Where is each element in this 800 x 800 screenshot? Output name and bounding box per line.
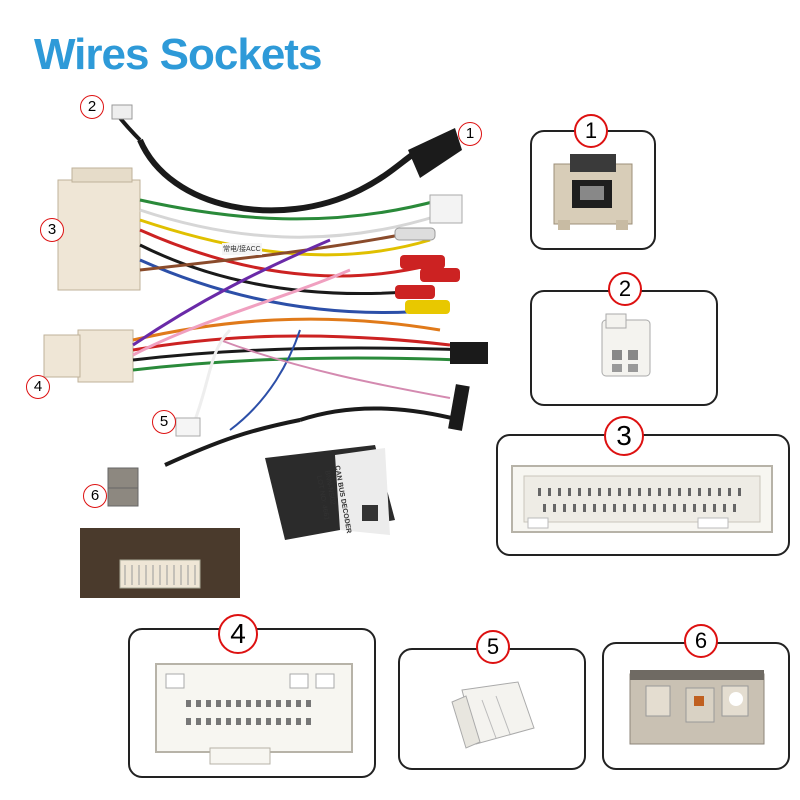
callout-panel-2: 2 xyxy=(608,272,642,306)
callout-panel-4: 4 xyxy=(218,614,258,654)
socket-6-image xyxy=(629,670,765,745)
wire-tag-acc: 常电/接ACC xyxy=(222,243,262,255)
socket-panel-3 xyxy=(496,434,790,556)
socket-4-image xyxy=(155,663,353,765)
socket-panel-2 xyxy=(530,290,718,406)
socket-panel-4 xyxy=(128,628,376,778)
socket-panel-1 xyxy=(530,130,656,250)
callout-main-2: 2 xyxy=(80,95,104,119)
callout-main-3: 3 xyxy=(40,218,64,242)
callout-main-6: 6 xyxy=(83,484,107,508)
callout-panel-6: 6 xyxy=(684,624,718,658)
page-title: Wires Sockets xyxy=(34,30,322,79)
callout-main-4: 4 xyxy=(26,375,50,399)
callout-panel-3: 3 xyxy=(604,416,644,456)
socket-1-image xyxy=(553,154,633,230)
socket-panel-5 xyxy=(398,648,586,770)
callout-panel-1: 1 xyxy=(574,114,608,148)
socket-2-image xyxy=(601,313,651,377)
wire-harness-illustration xyxy=(43,104,488,598)
socket-3-image xyxy=(511,465,773,533)
callout-panel-5: 5 xyxy=(476,630,510,664)
socket-panel-6 xyxy=(602,642,790,770)
callout-main-5: 5 xyxy=(152,410,176,434)
socket-5-image xyxy=(451,681,535,749)
callout-main-1: 1 xyxy=(458,122,482,146)
